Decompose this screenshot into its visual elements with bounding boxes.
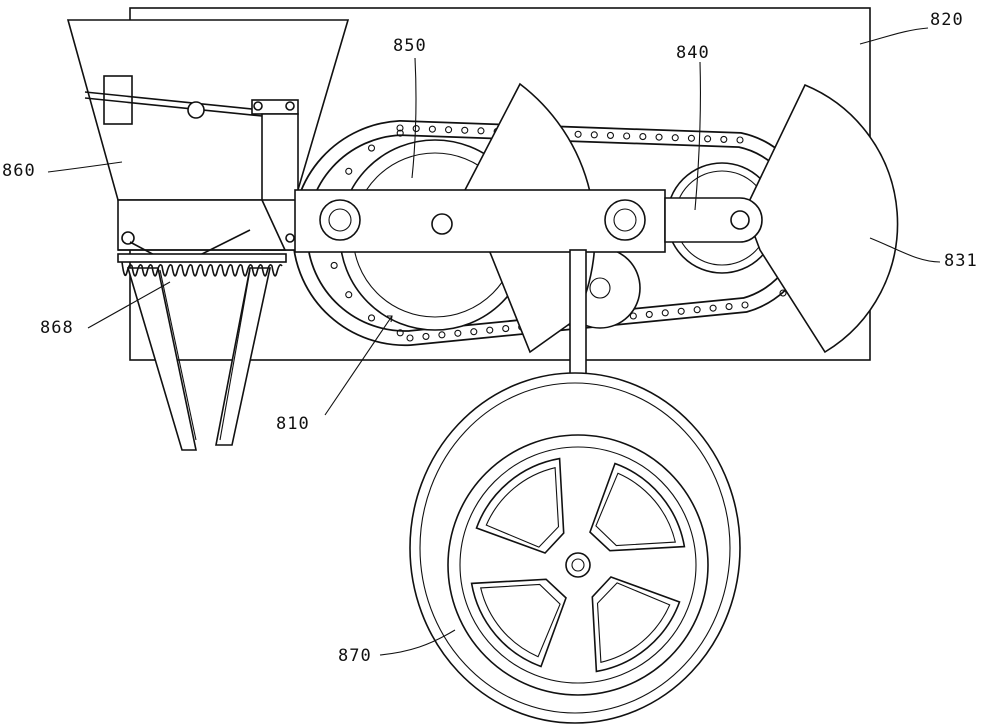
label-868: 868 bbox=[40, 320, 74, 337]
feeder-housing bbox=[118, 200, 298, 258]
main-arm-850 bbox=[295, 190, 665, 252]
label-840: 840 bbox=[676, 45, 710, 62]
label-860: 860 bbox=[2, 163, 36, 180]
arm-840 bbox=[665, 198, 762, 242]
label-810: 810 bbox=[276, 416, 310, 433]
label-870: 870 bbox=[338, 648, 372, 665]
ground-wheel-870 bbox=[410, 373, 740, 723]
wheel-strut bbox=[570, 250, 586, 380]
label-820: 820 bbox=[930, 12, 964, 29]
label-850: 850 bbox=[393, 38, 427, 55]
label-831: 831 bbox=[944, 253, 978, 270]
